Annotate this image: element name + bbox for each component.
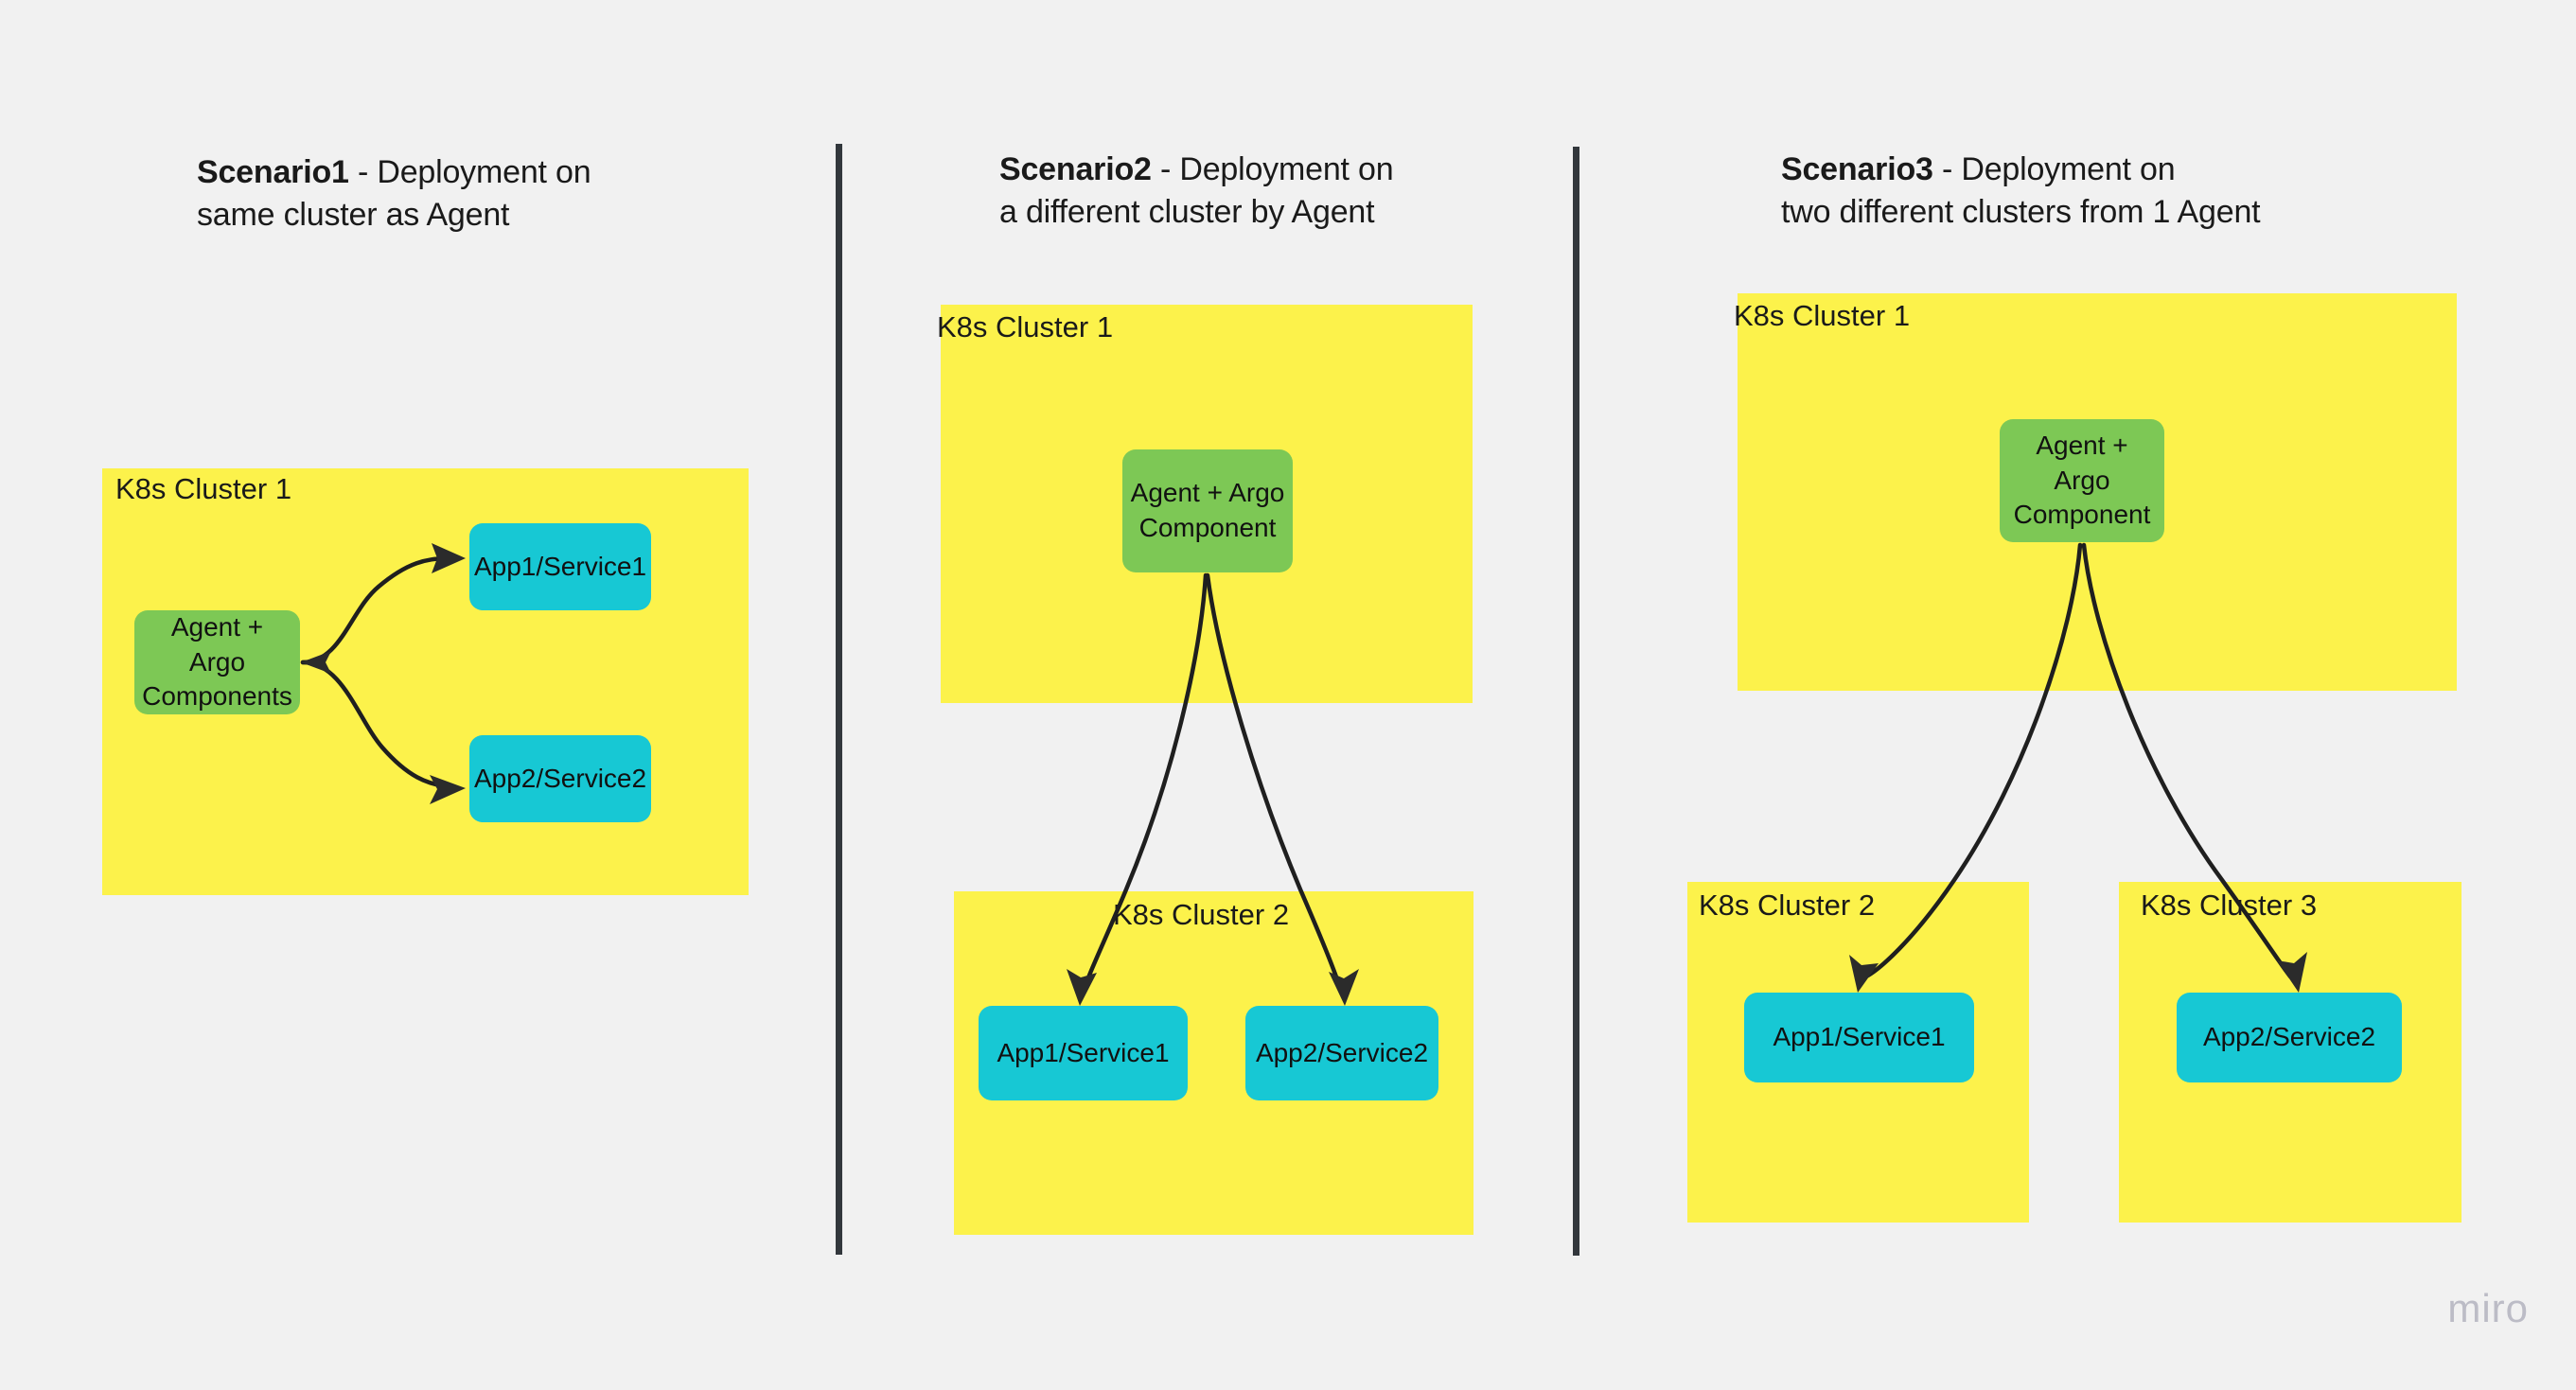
miro-watermark: miro <box>2447 1286 2529 1330</box>
scenario1-title-line2: same cluster as Agent <box>197 197 510 234</box>
scenario1-app1-node[interactable]: App1/Service1 <box>469 523 651 610</box>
scenario3-cluster1-label: K8s Cluster 1 <box>1734 299 1911 332</box>
scenario2-agent-node[interactable]: Agent + Argo Component <box>1122 449 1293 572</box>
scenario2-title-rest: - Deployment on <box>1151 151 1394 187</box>
scenario2-title-strong: Scenario2 <box>999 151 1152 187</box>
scenario2-title-line2: a different cluster by Agent <box>999 194 1375 231</box>
scenario1-cluster1-label: K8s Cluster 1 <box>115 472 292 505</box>
scenario2-title: Scenario2 - Deployment on a different cl… <box>999 149 1567 234</box>
scenario3-title-rest: - Deployment on <box>1932 151 2176 187</box>
scenario3-cluster3-label: K8s Cluster 3 <box>2141 889 2318 922</box>
scenario2-app2-node[interactable]: App2/Service2 <box>1245 1006 1438 1100</box>
scenario3-app1-node[interactable]: App1/Service1 <box>1744 993 1974 1082</box>
scenario1-title-rest: - Deployment on <box>348 154 591 190</box>
panel-divider-1 <box>836 144 842 1255</box>
panel-divider-2 <box>1573 147 1579 1256</box>
scenario2-cluster2-label: K8s Cluster 2 <box>1113 898 1290 931</box>
scenario3-app2-node[interactable]: App2/Service2 <box>2177 993 2402 1082</box>
scenario3-title: Scenario3 - Deployment on two different … <box>1781 149 2444 234</box>
scenario2-app1-node[interactable]: App1/Service1 <box>979 1006 1188 1100</box>
scenario1-title-strong: Scenario1 <box>197 154 349 190</box>
scenario3-title-line2: two different clusters from 1 Agent <box>1781 194 2261 231</box>
scenario3-title-strong: Scenario3 <box>1781 151 1933 187</box>
scenario3-cluster2-label: K8s Cluster 2 <box>1699 889 1876 922</box>
scenario2-cluster1-label: K8s Cluster 1 <box>937 310 1114 343</box>
scenario1-agent-node[interactable]: Agent + Argo Components <box>134 610 300 714</box>
scenario3-agent-node[interactable]: Agent + Argo Component <box>2000 419 2164 542</box>
scenario1-title: Scenario1 - Deployment on same cluster a… <box>197 151 765 237</box>
scenario1-app2-node[interactable]: App2/Service2 <box>469 735 651 822</box>
